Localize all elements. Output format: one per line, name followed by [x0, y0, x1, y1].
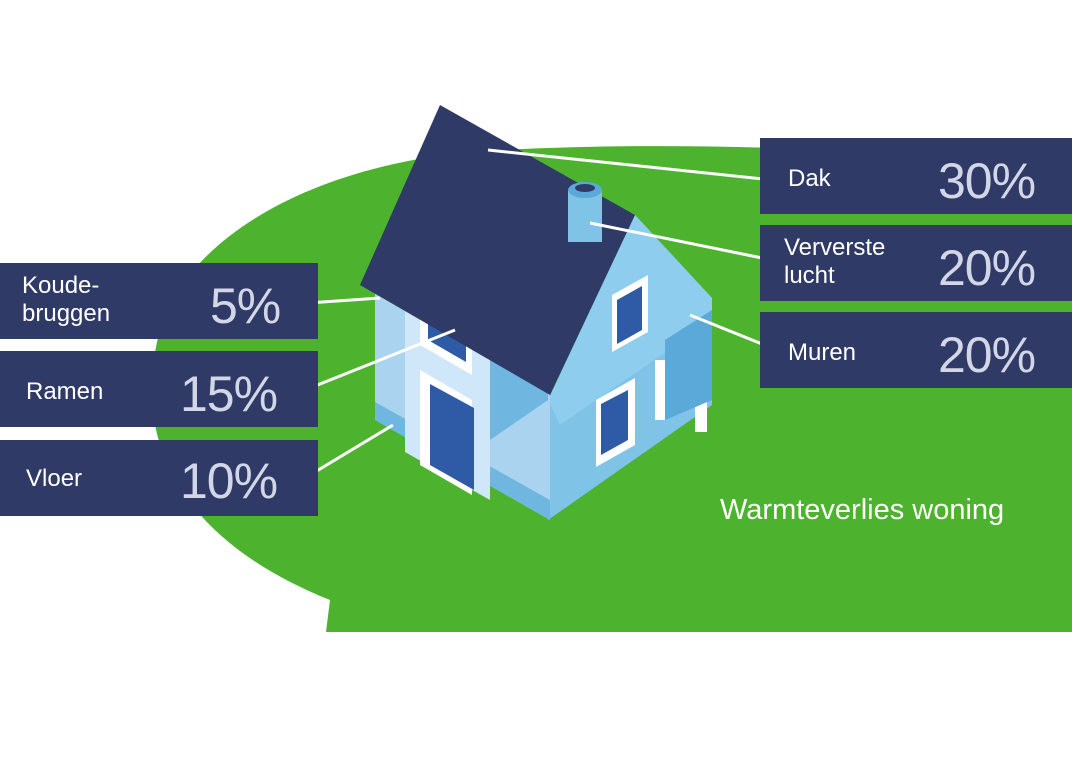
- label-lucht-value: 20%: [938, 240, 1036, 296]
- leader-line-muren: [689, 313, 773, 350]
- label-ververste-lucht: Ververste lucht 20%: [760, 225, 1072, 301]
- label-koudebruggen: Koude- bruggen 5%: [0, 263, 318, 339]
- leader-line-dak: [487, 148, 773, 182]
- label-muren-name: Muren: [788, 339, 857, 366]
- house-roof: [360, 105, 635, 395]
- leader-line-koudebruggen: [307, 296, 381, 305]
- label-koudebruggen-value: 5%: [210, 278, 281, 334]
- label-dak: Dak 30%: [760, 138, 1072, 214]
- label-vloer-value: 10%: [180, 453, 278, 509]
- label-vloer: Vloer 10%: [0, 440, 318, 516]
- house: [360, 105, 712, 520]
- leader-lines: [304, 148, 773, 480]
- leader-line-vloer: [304, 423, 394, 480]
- leader-line-lucht: [589, 221, 773, 262]
- label-muren-value: 20%: [938, 327, 1036, 383]
- label-koudebruggen-name-line1: Koude-: [22, 272, 100, 299]
- label-vloer-name: Vloer: [26, 465, 83, 492]
- label-ramen-name: Ramen: [26, 378, 104, 405]
- label-lucht-name-line1: Ververste: [784, 234, 886, 261]
- caption-title: Warmteverlies woning: [720, 494, 1005, 526]
- label-ramen: Ramen 15%: [0, 351, 318, 427]
- label-dak-name: Dak: [788, 165, 831, 192]
- leader-line-ramen: [304, 328, 456, 392]
- porch-post: [655, 360, 665, 420]
- label-lucht-name-line2: lucht: [784, 262, 835, 289]
- label-koudebruggen-name-line2: bruggen: [22, 300, 111, 327]
- label-ramen-value: 15%: [180, 366, 278, 422]
- chimney: [568, 190, 602, 242]
- label-dak-value: 30%: [938, 153, 1036, 209]
- label-muren: Muren 20%: [760, 312, 1072, 388]
